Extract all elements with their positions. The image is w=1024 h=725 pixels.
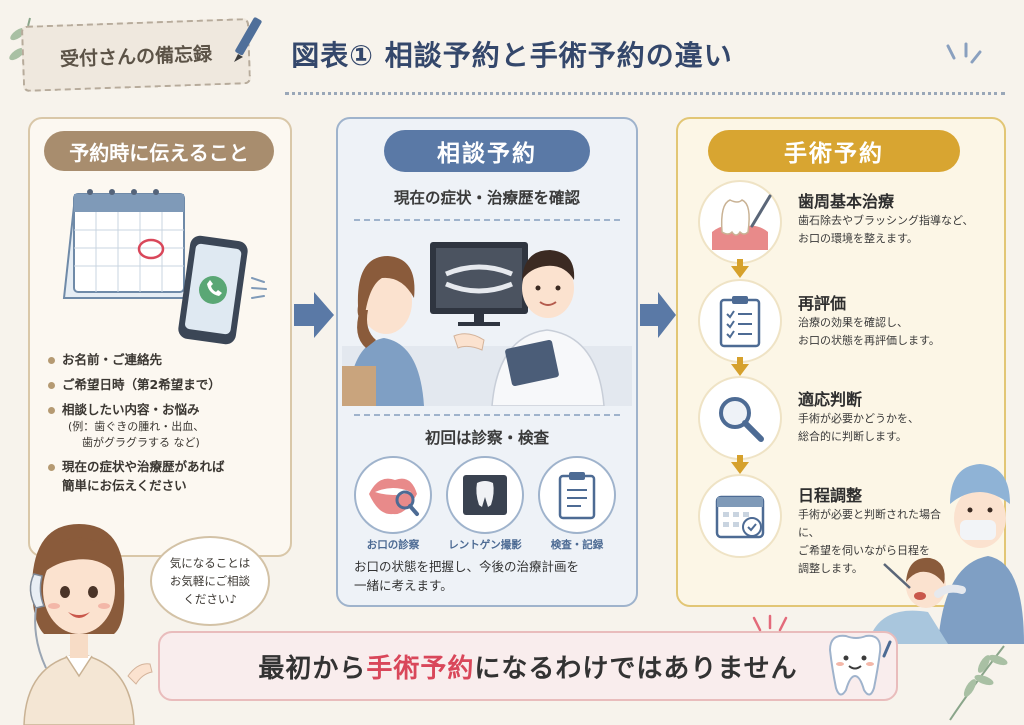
step-arrow [737, 259, 743, 267]
clipboard-icon [538, 456, 616, 534]
step-description: 治療の効果を確認し、 お口の状態を再評価します。 [798, 316, 940, 347]
consultation-description: お口の状態を把握し、今後の治療計画を 一緒に考えます。 [354, 559, 580, 593]
ring-lines-icon [251, 277, 267, 299]
smartphone-icon [178, 235, 248, 345]
step-title: 適応判断 [798, 390, 863, 409]
flow-arrow-icon [640, 292, 676, 338]
bottom-banner: 最初から手術予約になるわけではありません [158, 631, 898, 701]
reservation-info-panel [28, 117, 292, 557]
step-title: 再評価 [798, 294, 847, 313]
checklist-icon [700, 281, 780, 361]
divider [354, 414, 620, 416]
leaf-decoration-icon [949, 645, 1008, 721]
calendar-icon [62, 189, 188, 299]
tooth-mascot-icon [828, 634, 892, 696]
consultation-title: 相談予約 [384, 130, 590, 172]
magnifier-icon [700, 378, 780, 458]
title-divider [285, 92, 1005, 95]
sparkle-icon [946, 42, 982, 64]
surgery-title: 手術予約 [708, 130, 960, 172]
step-arrow [737, 455, 743, 463]
dentist-illustration [868, 464, 1024, 644]
list-item: 相談したい内容・お悩み (例：歯ぐきの腫れ・出血、 歯がグラグラする など) [48, 400, 288, 451]
step-arrow [737, 357, 743, 365]
step-title: 日程調整 [798, 486, 863, 505]
flow-arrow-icon [294, 292, 334, 338]
gum-treatment-icon [700, 182, 780, 262]
divider [354, 219, 620, 221]
list-item: 現在の症状や治療歴があれば簡単にお伝えください [48, 457, 288, 495]
step-arrow-icon [731, 266, 749, 278]
oral-exam-icon [354, 456, 432, 534]
circle-label: 検査・記録 [550, 539, 604, 551]
step-description: 手術が必要と判断された場合に、 ご希望を伺いながら日程を 調整します。 [798, 508, 941, 575]
page-title: 図表① 相談予約と手術予約の違い [291, 39, 733, 72]
schedule-calendar-icon [700, 476, 780, 556]
consultation-subtitle: 現在の症状・治療歴を確認 [393, 189, 580, 207]
reservation-info-title: 予約時に伝えること [44, 131, 274, 171]
xray-icon [446, 456, 524, 534]
receptionist-illustration [23, 524, 153, 725]
step-title: 歯周基本治療 [798, 192, 895, 211]
reservation-info-list: お名前・ご連絡先 ご希望日時（第2希望まで） 相談したい内容・お悩み (例：歯ぐ… [48, 350, 288, 501]
step-arrow-icon [731, 462, 749, 474]
consultation-illustration [342, 226, 632, 406]
speech-bubble: 気になることは お気軽にご相談 ください♪ [150, 536, 270, 626]
step-description: 手術が必要かどうかを、 総合的に判断します。 [798, 412, 919, 443]
list-item: ご希望日時（第2希望まで） [48, 375, 288, 394]
step-description: 歯石除去やブラッシング指導など、 お口の環境を整えます。 [798, 214, 974, 245]
first-visit-heading: 初回は診察・検査 [424, 429, 549, 447]
list-item: お名前・ご連絡先 [48, 350, 288, 369]
circle-label: レントゲン撮影 [448, 539, 522, 551]
step-arrow-icon [731, 364, 749, 376]
pen-icon [234, 17, 262, 62]
circle-label: お口の診察 [366, 539, 420, 551]
sparkle-icon [752, 614, 788, 632]
